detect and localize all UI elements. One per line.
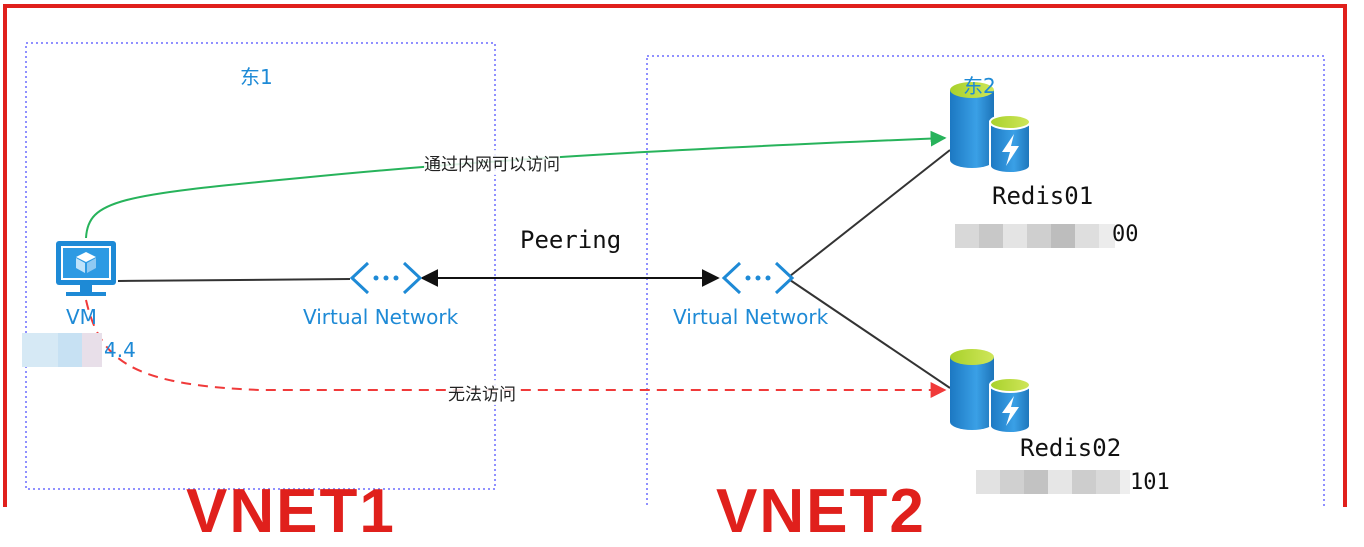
virtual-network-icon-left (349, 261, 423, 295)
region-label-left: 东1 (240, 65, 273, 89)
redis-cache-icon-01 (950, 82, 1031, 174)
edge-vnet-redis02 (789, 279, 951, 389)
vnet-left-label: Virtual Network (303, 305, 459, 329)
redis-cache-icon-02 (950, 349, 1031, 434)
redis02-label: Redis02 (1020, 434, 1122, 462)
edge-vm-vnet (117, 278, 351, 282)
redaction-redis02-ip (976, 470, 1130, 494)
region-label-right: 东2 (963, 74, 996, 98)
redis01-ip-suffix: 00 (1112, 222, 1139, 247)
redis01-label: Redis01 (992, 182, 1094, 210)
redaction-redis01-ip (955, 224, 1115, 248)
network-diagram: 东1 东2 通过内网可以访问 Peering 无法访问 VM 4.4 Virtu… (3, 4, 1347, 546)
redaction-vm-ip (22, 333, 102, 367)
virtual-network-icon-right (721, 261, 795, 295)
vnet-right-label: Virtual Network (673, 305, 829, 329)
redis02-ip-suffix: 101 (1130, 470, 1170, 495)
edge-label-accessible: 通过内网可以访问 (424, 150, 560, 175)
edge-vnet-redis01 (789, 149, 951, 277)
vnet2-caption: VNET2 (716, 477, 926, 546)
edge-label-peering: Peering (520, 226, 622, 254)
vm-label: VM (66, 305, 97, 329)
vnet1-caption: VNET1 (186, 477, 396, 546)
edge-label-inaccessible: 无法访问 (448, 380, 516, 405)
region-box-left (25, 42, 496, 490)
outer-frame (3, 4, 1347, 518)
diagram-canvas (3, 4, 1347, 518)
vm-ip-suffix: 4.4 (104, 338, 136, 362)
edge-inaccessible (85, 299, 947, 398)
edge-accessible (85, 130, 947, 239)
vm-monitor-icon (56, 241, 116, 296)
